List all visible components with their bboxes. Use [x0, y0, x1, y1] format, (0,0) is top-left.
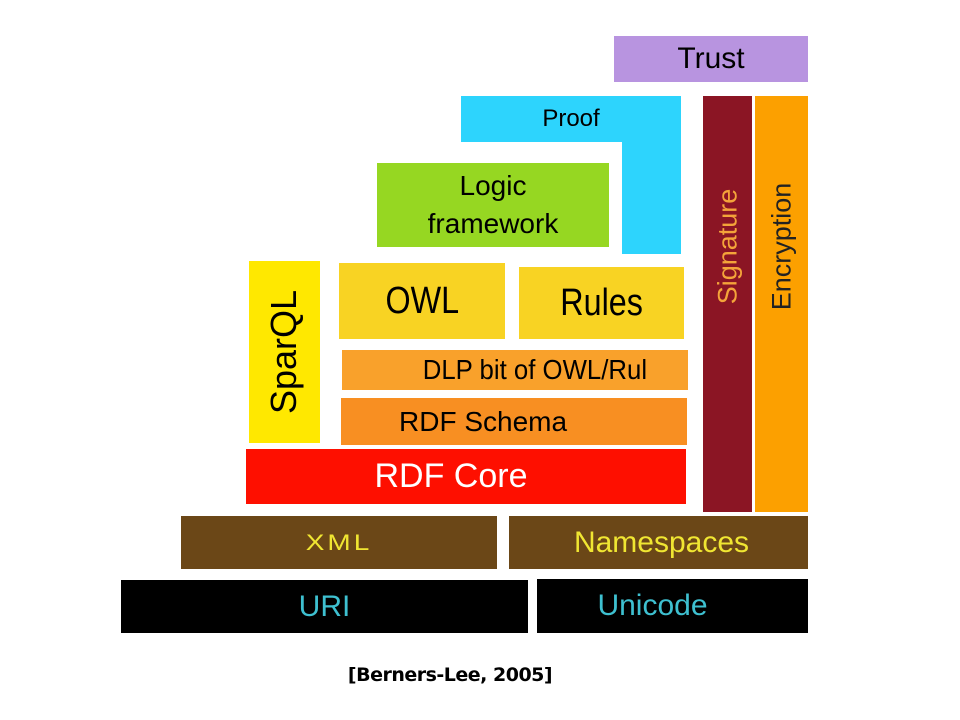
rdf-core-label: RDF Core — [374, 457, 528, 495]
encryption-label: Encryption — [766, 182, 797, 310]
encryption-layer: Encryption — [755, 96, 808, 512]
rules-layer: Rules — [519, 267, 684, 339]
signature-label: Signature — [712, 188, 742, 304]
owl-layer: OWL — [339, 263, 505, 339]
rdf-schema-layer: RDF Schema — [341, 398, 687, 445]
namespaces-layer: Namespaces — [509, 516, 808, 569]
dlp-layer: DLP bit of OWL/Rul — [342, 350, 688, 390]
rdf-schema-label: RDF Schema — [399, 405, 568, 437]
uri-label: URI — [298, 589, 351, 623]
uri-layer: URI — [121, 580, 528, 633]
unicode-label: Unicode — [597, 589, 708, 622]
trust-layer: Trust — [614, 36, 808, 82]
xml-layer: XML — [181, 516, 497, 569]
owl-label: OWL — [385, 279, 459, 322]
unicode-layer: Unicode — [537, 579, 808, 633]
signature-layer: Signature — [703, 96, 752, 512]
dlp-label: DLP bit of OWL/Rul — [422, 354, 648, 385]
sparql-layer: SparQL — [249, 261, 320, 443]
citation-caption: [Berners-Lee, 2005] — [347, 664, 553, 686]
rdf-core-layer: RDF Core — [246, 449, 686, 504]
logic-framework-layer: Logic framework — [377, 163, 609, 247]
rules-label: Rules — [560, 281, 643, 324]
trust-label: Trust — [677, 42, 745, 75]
namespaces-label: Namespaces — [573, 525, 750, 559]
logic-label-line2: framework — [427, 208, 559, 239]
proof-label: Proof — [542, 105, 600, 132]
sparql-label: SparQL — [263, 289, 305, 415]
logic-label-line1: Logic — [459, 170, 527, 201]
xml-label: XML — [305, 529, 373, 555]
